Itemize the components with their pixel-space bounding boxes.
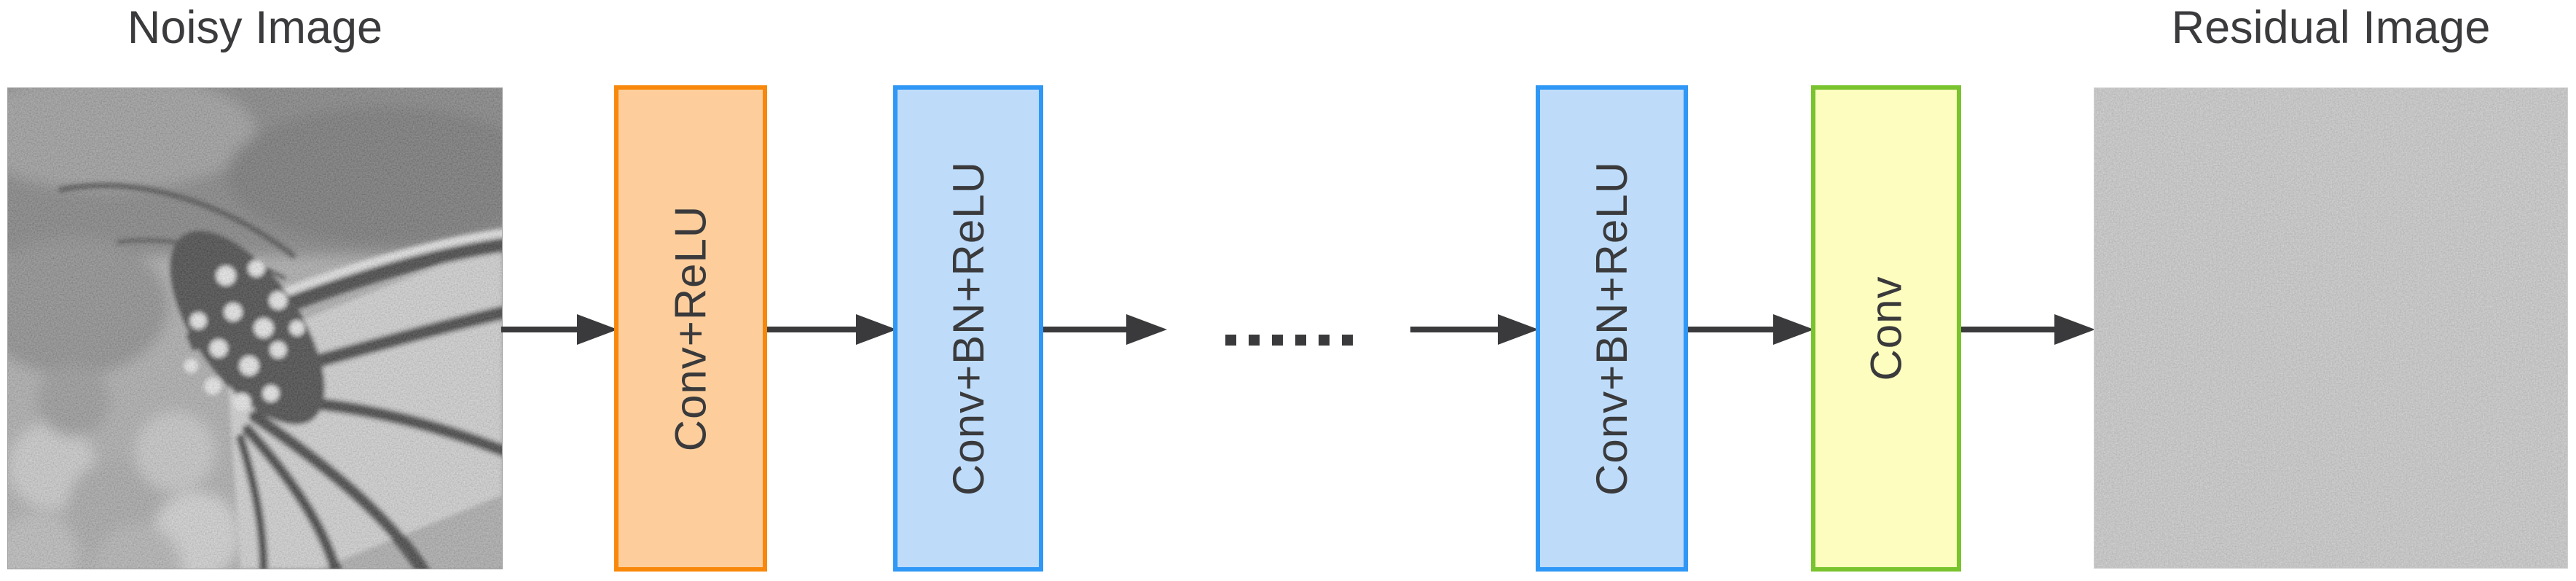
flow-arrow-5 bbox=[1686, 314, 1814, 345]
block-conv-relu: Conv+ReLU bbox=[614, 85, 767, 572]
arrow-shaft bbox=[1410, 327, 1502, 332]
block-label: Conv bbox=[1861, 276, 1911, 381]
ellipsis-dot bbox=[1249, 335, 1260, 346]
residual-noise-illustration bbox=[2094, 88, 2567, 568]
arrow-head-icon bbox=[1498, 314, 1539, 345]
block-label: Conv+BN+ReLU bbox=[943, 161, 993, 496]
noisy-image bbox=[7, 87, 503, 569]
block-conv-bn-relu-first: Conv+BN+ReLU bbox=[893, 85, 1043, 572]
arrow-shaft bbox=[767, 327, 860, 332]
residual-image bbox=[2094, 87, 2568, 569]
arrow-shaft bbox=[1043, 327, 1131, 332]
ellipsis-dot bbox=[1295, 335, 1306, 346]
arrow-head-icon bbox=[2054, 314, 2095, 345]
flow-arrow-4 bbox=[1410, 314, 1539, 345]
arrow-head-icon bbox=[1773, 314, 1814, 345]
noisy-image-title: Noisy Image bbox=[127, 2, 383, 53]
flow-arrow-6 bbox=[1961, 314, 2095, 345]
ellipsis-dots bbox=[1225, 335, 1353, 346]
block-label: Conv+BN+ReLU bbox=[1587, 161, 1636, 496]
ellipsis-dot bbox=[1342, 335, 1353, 346]
block-conv: Conv bbox=[1811, 85, 1961, 572]
ellipsis-dot bbox=[1225, 335, 1236, 346]
flow-arrow-3 bbox=[1043, 314, 1167, 345]
arrow-head-icon bbox=[856, 314, 897, 345]
residual-image-title: Residual Image bbox=[2171, 2, 2491, 53]
arrow-shaft bbox=[1961, 327, 2059, 332]
block-label: Conv+ReLU bbox=[666, 205, 715, 452]
arrow-head-icon bbox=[577, 314, 618, 345]
flow-arrow-2 bbox=[767, 314, 897, 345]
arrow-shaft bbox=[501, 327, 581, 332]
block-conv-bn-relu-last: Conv+BN+ReLU bbox=[1536, 85, 1688, 572]
arrow-head-icon bbox=[1126, 314, 1167, 345]
ellipsis-dot bbox=[1272, 335, 1283, 346]
flow-arrow-1 bbox=[501, 314, 618, 345]
ellipsis-dot bbox=[1319, 335, 1330, 346]
noisy-butterfly-illustration bbox=[8, 88, 502, 569]
arrow-shaft bbox=[1686, 327, 1778, 332]
